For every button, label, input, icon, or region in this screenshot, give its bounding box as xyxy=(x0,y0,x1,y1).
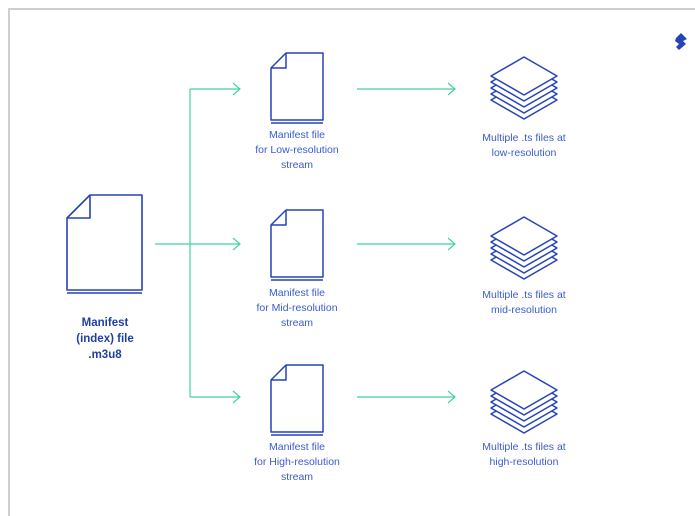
flow-connectors xyxy=(155,82,456,404)
low-ts-label: Multiple .ts files at low-resolution xyxy=(482,132,566,159)
index-file-label: Manifest (index) file .m3u8 xyxy=(76,317,134,361)
low-ts-stack-icon xyxy=(490,56,558,120)
high-manifest-document-icon xyxy=(270,364,324,436)
mid-ts-stack-icon xyxy=(490,216,558,280)
low-manifest-label: Manifest file for Low-resolution stream xyxy=(255,129,339,171)
high-ts-label: Multiple .ts files at high-resolution xyxy=(482,441,566,468)
high-manifest-label: Manifest file for High-resolution stream xyxy=(254,441,340,483)
index-document-icon xyxy=(66,194,143,294)
mid-manifest-document-icon xyxy=(270,209,324,281)
toptal-logo-icon xyxy=(675,33,687,50)
low-manifest-document-icon xyxy=(270,52,324,124)
mid-manifest-label: Manifest file for Mid-resolution stream xyxy=(256,287,338,329)
mid-ts-label: Multiple .ts files at mid-resolution xyxy=(482,289,566,316)
high-ts-stack-icon xyxy=(490,370,558,434)
